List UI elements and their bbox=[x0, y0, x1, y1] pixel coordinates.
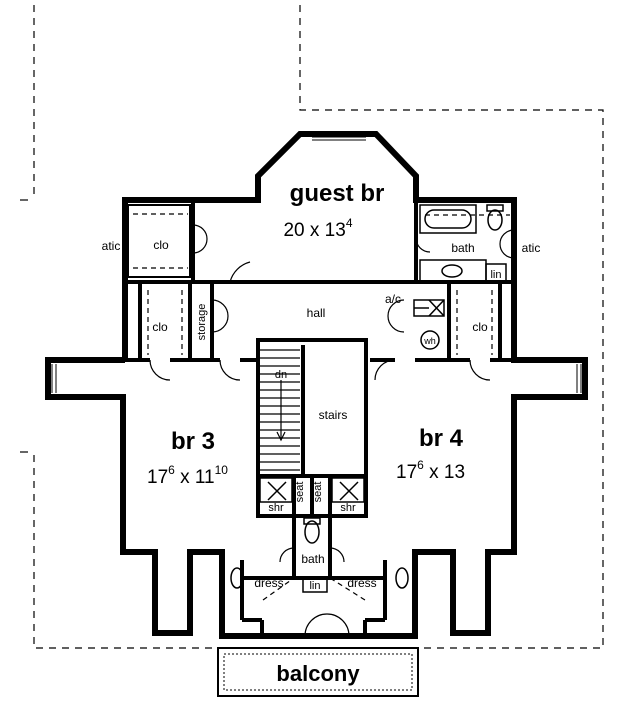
dress-label-right: dress bbox=[347, 576, 376, 590]
stair-treads bbox=[260, 349, 300, 471]
exterior-walls bbox=[45, 131, 588, 639]
linen-label-upper: lin bbox=[490, 269, 501, 281]
closet-shelves bbox=[133, 213, 510, 601]
seat-label-left: seat bbox=[294, 482, 306, 503]
water-heater-label: wh bbox=[423, 336, 436, 346]
guest-br-dimensions: 20 x 134 bbox=[283, 216, 352, 241]
closet-label-2: clo bbox=[152, 320, 168, 334]
br3-dimensions: 176 x 1110 bbox=[147, 463, 228, 488]
balcony bbox=[217, 647, 419, 697]
door-swings bbox=[149, 224, 515, 637]
stairs-label: stairs bbox=[319, 408, 348, 422]
bath-fixtures bbox=[230, 204, 507, 593]
br4-label: br 4 bbox=[419, 425, 464, 452]
linen-label-center: lin bbox=[309, 580, 320, 592]
left-closet bbox=[127, 204, 191, 278]
hall-label: hall bbox=[307, 306, 326, 320]
shower-label-left: shr bbox=[268, 502, 284, 514]
closet-label-1: clo bbox=[153, 238, 169, 252]
storage-label: storage bbox=[196, 304, 208, 341]
attic-label-right: atic bbox=[522, 241, 541, 255]
balcony-label: balcony bbox=[276, 661, 360, 686]
down-label: dn bbox=[275, 369, 287, 381]
br3-label: br 3 bbox=[171, 428, 215, 455]
bath-label-upper: bath bbox=[451, 241, 474, 255]
side-windows bbox=[51, 136, 582, 393]
seat-label-right: seat bbox=[312, 482, 324, 503]
ac-label: a/c bbox=[385, 292, 401, 306]
dress-label-left: dress bbox=[254, 576, 283, 590]
shower-label-right: shr bbox=[340, 502, 356, 514]
guest-br-label: guest br bbox=[290, 180, 385, 207]
bath-label-center: bath bbox=[301, 552, 324, 566]
closet-label-3: clo bbox=[472, 320, 488, 334]
roof-lines bbox=[33, 5, 604, 649]
attic-label-left: atic bbox=[102, 239, 121, 253]
br4-dimensions: 176 x 13 bbox=[396, 458, 465, 483]
